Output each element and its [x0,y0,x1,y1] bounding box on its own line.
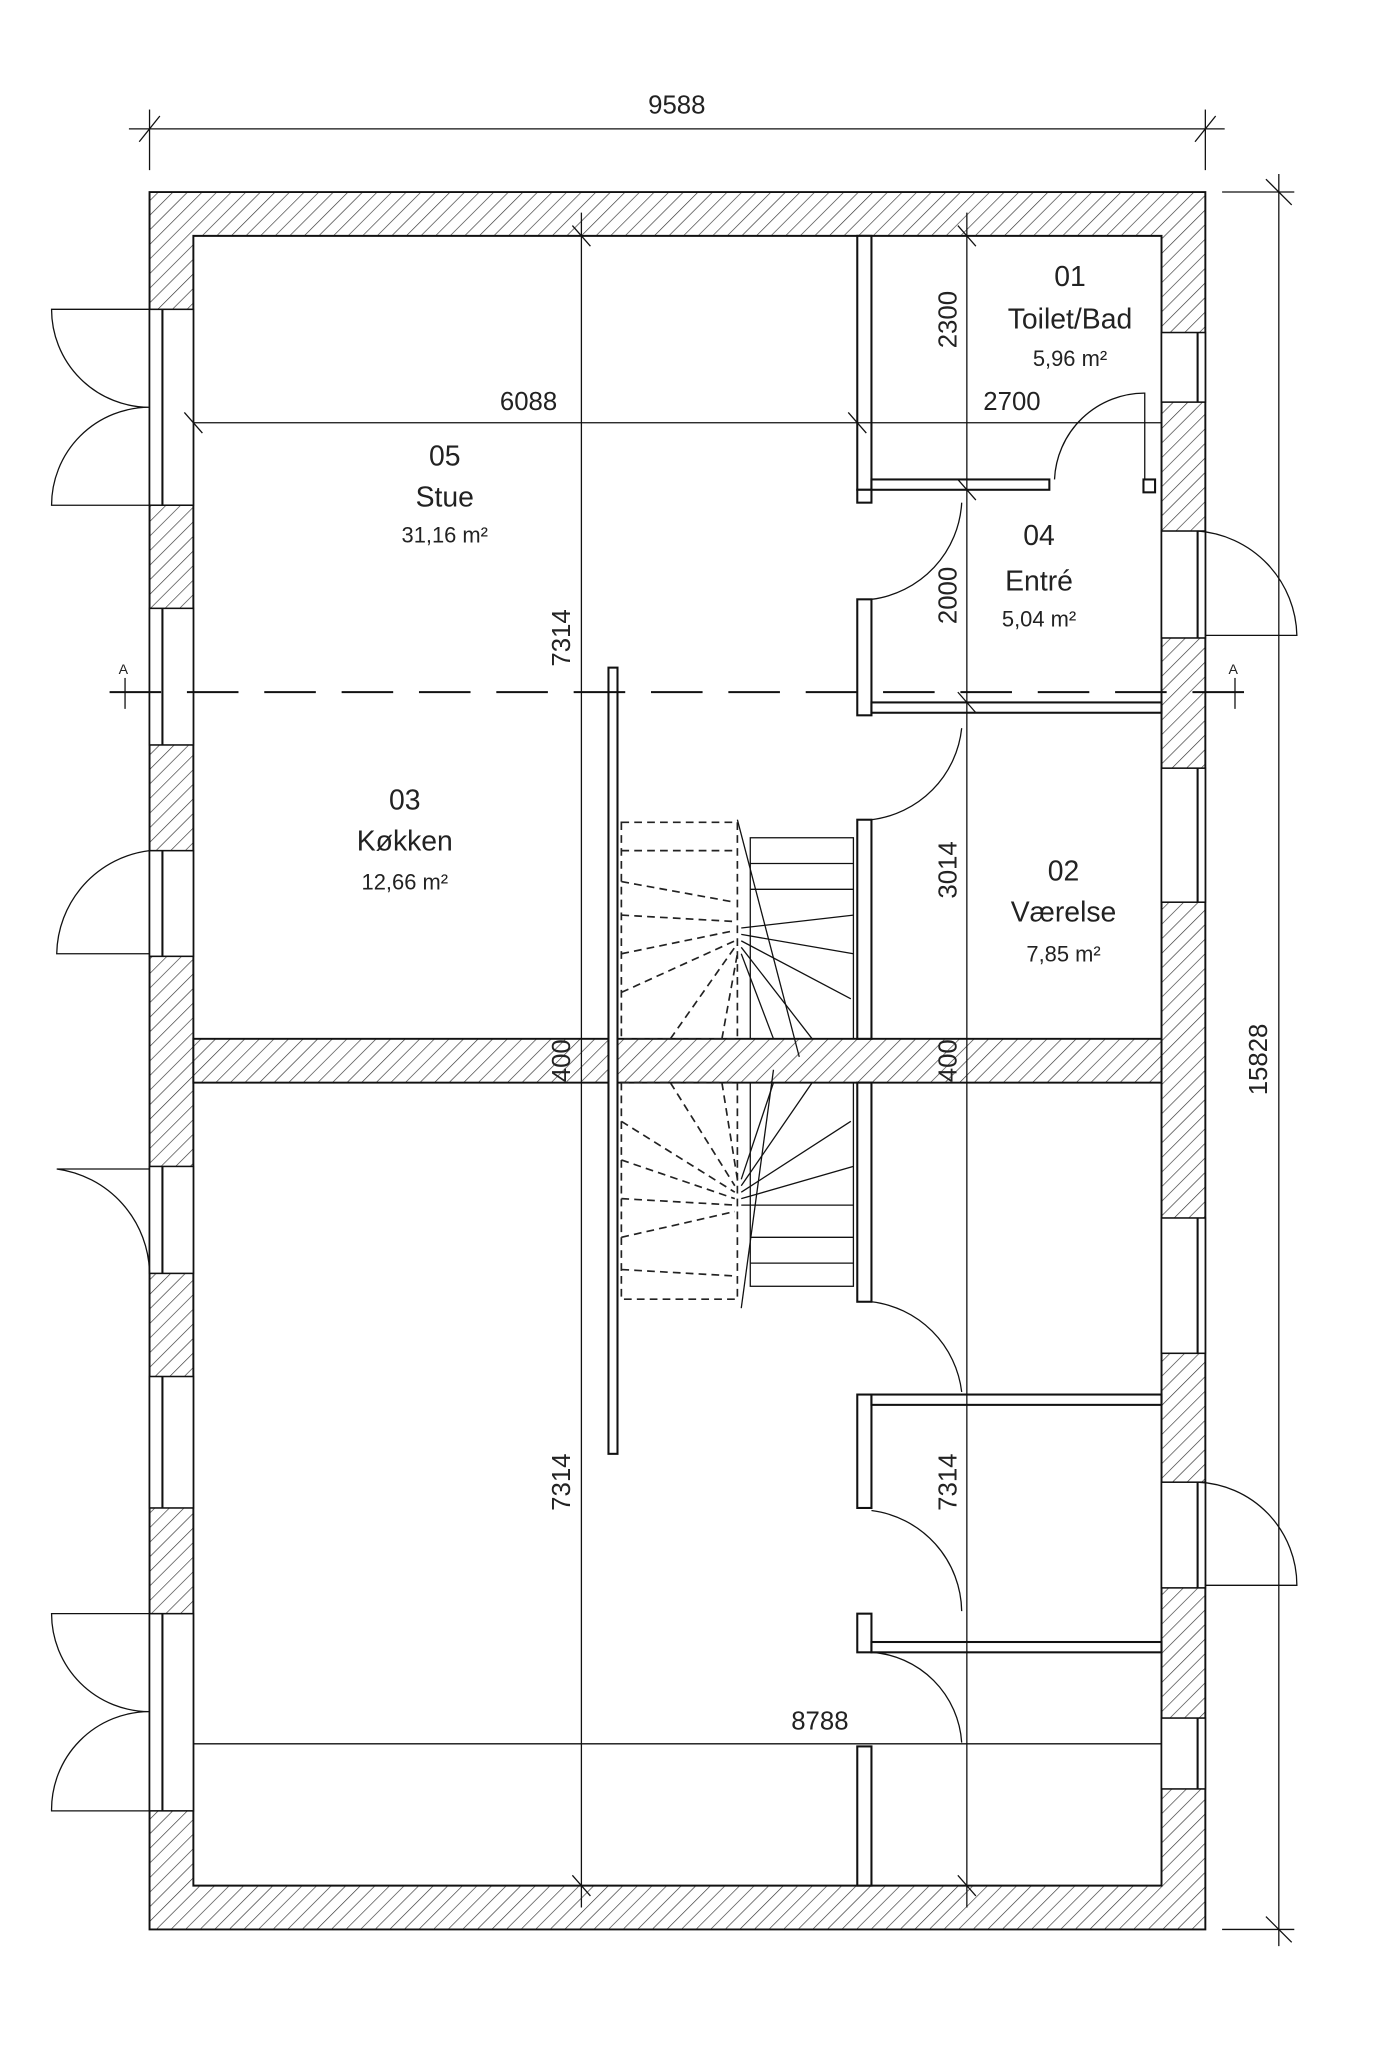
room-name: Køkken [357,826,453,858]
room-number: 05 [429,440,461,472]
room-label-toilet-bad: 01 Toilet/Bad 5,96 m² [1008,261,1132,371]
dim-bad-width: 2700 [983,388,1040,416]
dim-lower-depth: 7314 [548,1454,576,1511]
dim-entre-depth: 2000 [935,567,963,624]
window-left-1 [148,607,195,746]
room-name: Stue [416,482,474,514]
dim-stue-width: 6088 [500,388,557,416]
window-right-2 [1160,767,1207,903]
double-door-left-top [148,308,195,507]
room-number: 01 [1054,261,1086,293]
window-right-1 [1160,331,1207,403]
room-area: 12,66 m² [362,869,448,894]
dimension-lines [128,109,1295,1947]
room-number: 03 [389,784,421,816]
dim-upper-depth: 7314 [548,609,576,666]
door-left-2 [148,1165,195,1275]
section-marker-right: A [1229,662,1239,678]
door-right-2 [1160,1481,1207,1589]
window-right-3 [1160,1217,1207,1355]
section-marker-left: A [119,662,129,678]
dim-overall-depth: 15828 [1245,1024,1273,1096]
room-area: 31,16 m² [402,523,488,548]
room-number: 02 [1048,855,1080,887]
door-right-entrance [1160,530,1207,639]
section-line-a: A A [109,662,1251,709]
room-number: 04 [1023,520,1055,552]
dim-overall-width: 9588 [648,91,705,119]
exterior-walls [148,191,1207,1931]
double-door-left-bottom [148,1612,195,1812]
dim-bad-depth: 2300 [935,291,963,348]
dim-lower-right-depth: 7314 [935,1454,963,1511]
room-area: 5,04 m² [1002,606,1076,631]
room-label-vaerelse: 02 Værelse 7,85 m² [1011,855,1117,966]
room-label-kokken: 03 Køkken 12,66 m² [357,784,453,894]
staircase [620,819,855,1309]
interior-partitions [607,234,1163,1887]
room-label-entre: 04 Entré 5,04 m² [1002,520,1076,631]
room-area: 7,85 m² [1026,941,1100,966]
room-name: Entré [1005,565,1073,597]
dim-wall-right: 400 [935,1039,963,1082]
dimension-labels: 9588 15828 6088 2700 7314 7314 7314 2300… [500,91,1273,1735]
room-area: 5,96 m² [1033,346,1107,371]
room-name: Værelse [1011,897,1117,929]
room-label-stue: 05 Stue 31,16 m² [402,440,488,547]
dim-lower-width: 8788 [791,1708,848,1736]
room-name: Toilet/Bad [1008,304,1132,336]
window-left-2 [148,1375,195,1509]
dim-wall-left: 400 [548,1039,576,1082]
door-left-1 [148,849,195,958]
window-right-4 [1160,1717,1207,1790]
openings [50,308,1298,1812]
dim-vaerelse-depth: 3014 [935,841,963,898]
